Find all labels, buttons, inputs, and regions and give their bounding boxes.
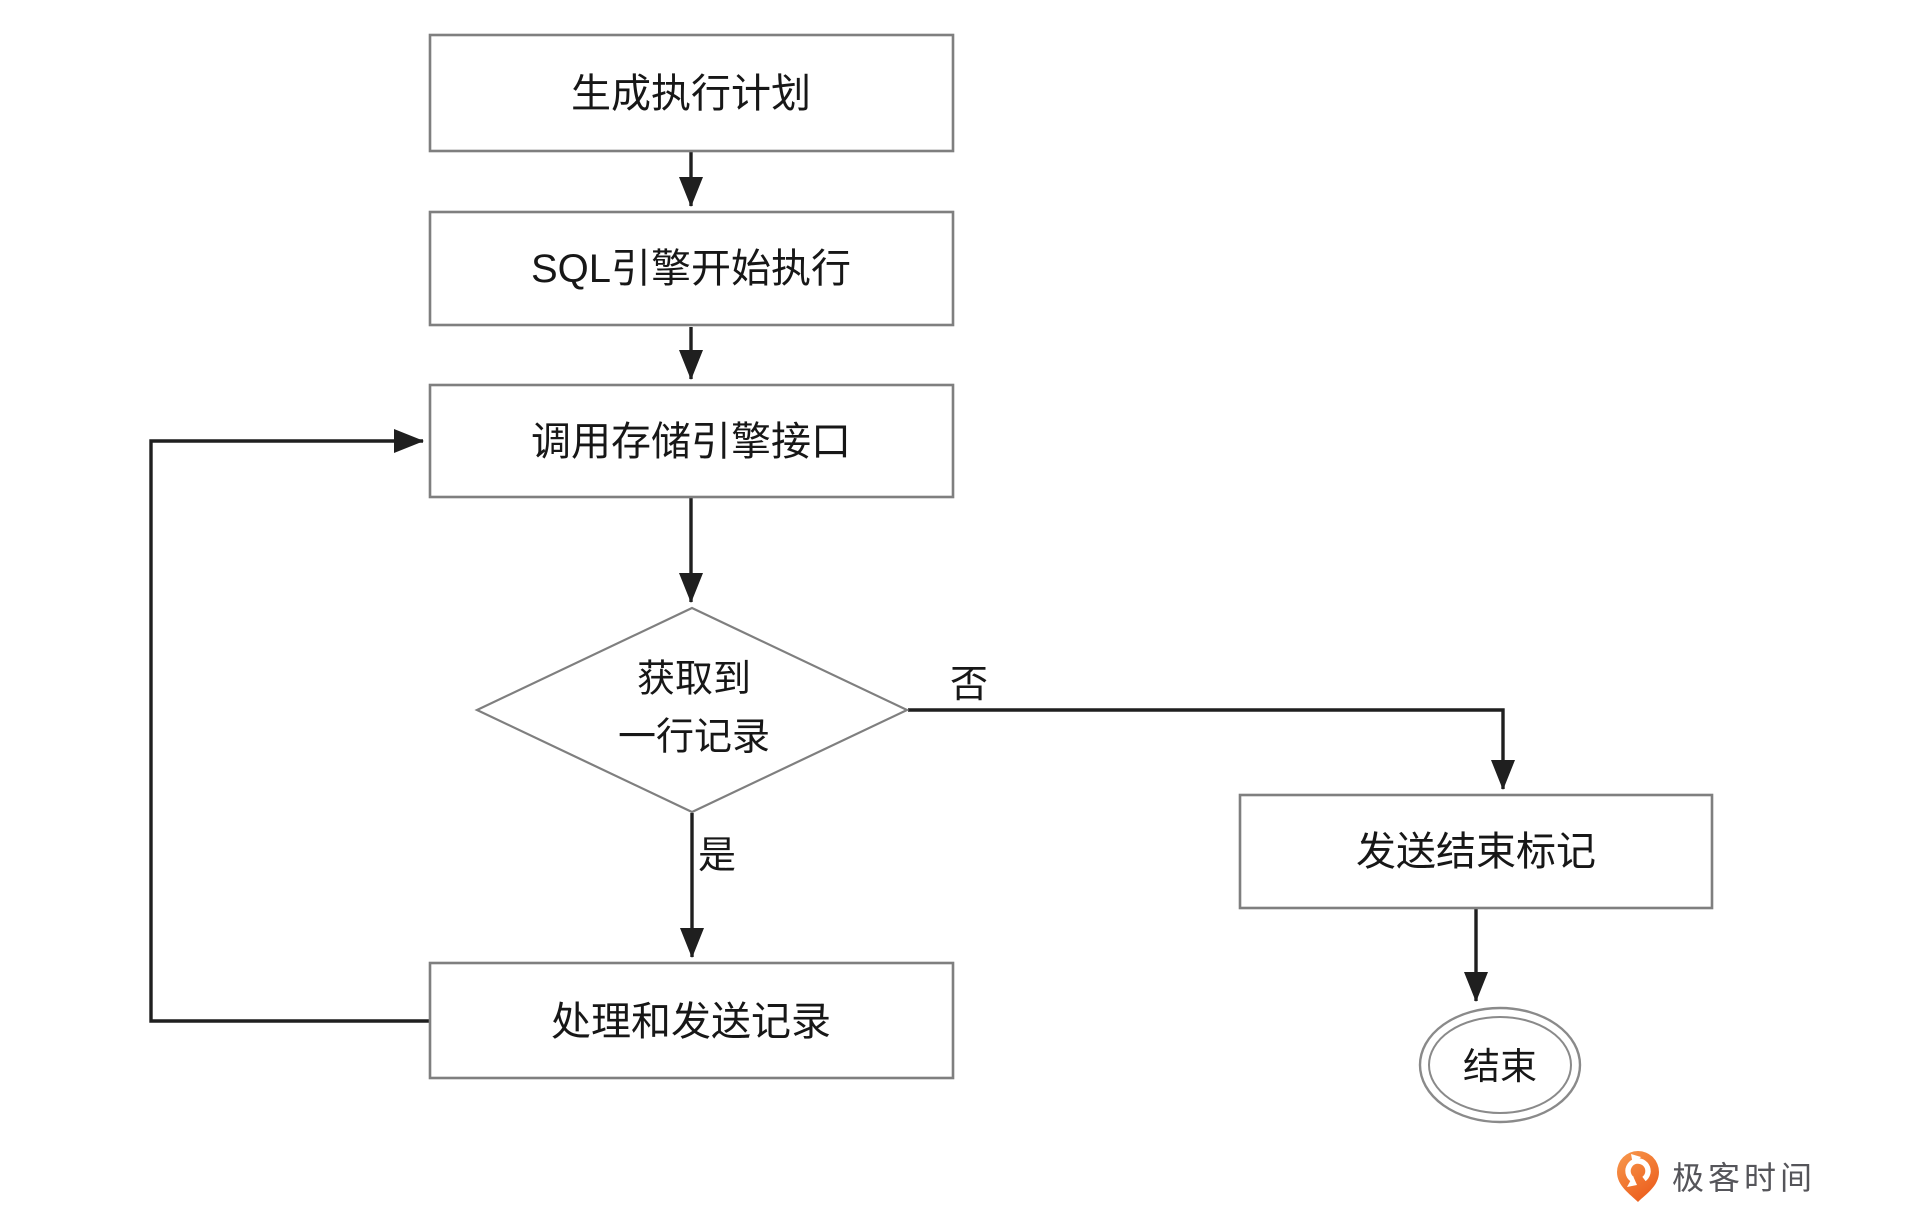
node-sql-engine-start-shape bbox=[428, 210, 955, 327]
node-sql-engine-start-label: SQL引擎开始执行 bbox=[531, 247, 851, 291]
node-end-terminal-label: 结束 bbox=[1463, 1046, 1537, 1087]
node-row-fetched-decision-shape bbox=[474, 606, 910, 814]
logo-pin-shape bbox=[1617, 1151, 1659, 1202]
node-call-storage-engine-label: 调用存储引擎接口 bbox=[531, 420, 851, 464]
edge-label-yes: 是 bbox=[698, 835, 736, 877]
node-sql-engine-start: SQL引擎开始执行 bbox=[428, 210, 955, 327]
node-end-terminal: 结束 bbox=[1418, 1006, 1582, 1124]
node-process-and-send-record-label: 处理和发送记录 bbox=[551, 1000, 831, 1044]
decision-label-line2: 一行记录 bbox=[618, 716, 770, 758]
flow-edges: 是 否 bbox=[149, 151, 1515, 1023]
node-end-terminal-inner-ring bbox=[1428, 1016, 1572, 1114]
logo-arrowhead bbox=[1631, 1154, 1641, 1165]
node-generate-plan: 生成执行计划 bbox=[428, 33, 955, 153]
node-row-fetched-decision: 获取到 一行记录 bbox=[474, 606, 910, 814]
decision-label-line1: 获取到 bbox=[637, 658, 751, 700]
node-send-end-marker-shape bbox=[1238, 793, 1714, 910]
geektime-logo-text: 极客时间 bbox=[1672, 1160, 1816, 1196]
node-call-storage-engine: 调用存储引擎接口 bbox=[428, 383, 955, 499]
node-generate-plan-label: 生成执行计划 bbox=[571, 72, 811, 116]
node-generate-plan-shape bbox=[428, 33, 955, 153]
logo-tail bbox=[1627, 1176, 1637, 1187]
edge-label-no: 否 bbox=[950, 664, 988, 706]
node-call-storage-engine-shape bbox=[428, 383, 955, 499]
node-send-end-marker: 发送结束标记 bbox=[1238, 793, 1714, 910]
node-end-terminal-outer-ring bbox=[1418, 1006, 1582, 1124]
geektime-logo: 极客时间 bbox=[1617, 1151, 1816, 1202]
node-process-and-send-record-shape bbox=[428, 961, 955, 1080]
node-send-end-marker-label: 发送结束标记 bbox=[1356, 830, 1596, 874]
edge-loop-back-to-callstorage bbox=[149, 429, 430, 1023]
geektime-logo-icon bbox=[1617, 1151, 1659, 1202]
edge-decision-no-to-endmarker bbox=[908, 708, 1515, 790]
node-process-and-send-record: 处理和发送记录 bbox=[428, 961, 955, 1080]
